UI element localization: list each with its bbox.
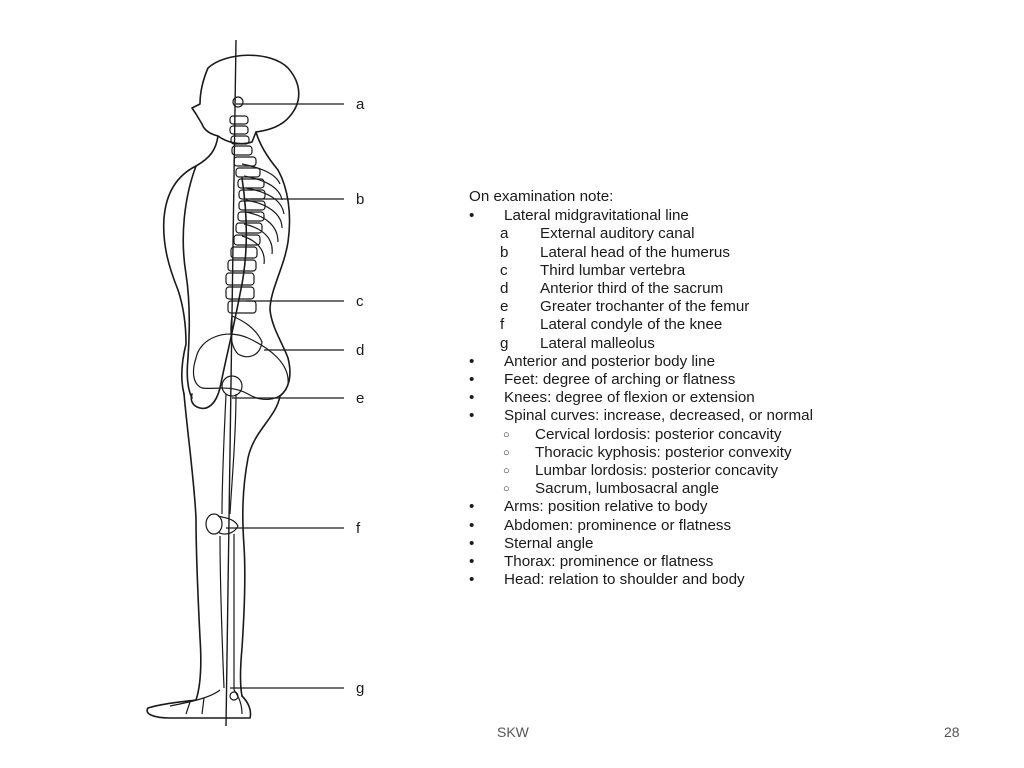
callout-b: b — [356, 191, 364, 208]
bullet-dot: • — [469, 407, 475, 425]
callout-g: g — [356, 680, 364, 697]
list-item: •Spinal curves: increase, decreased, or … — [466, 407, 936, 498]
circle-bullet-icon: ○ — [503, 446, 510, 459]
callout-e: e — [356, 390, 364, 407]
circle-bullet-icon: ○ — [503, 428, 510, 441]
body-outline — [146, 54, 300, 719]
list-item: •Thorax: prominence or flatness — [466, 553, 936, 571]
patella — [205, 513, 223, 535]
auditory-canal-mark — [232, 96, 244, 108]
bullet-dot: • — [469, 207, 475, 225]
callout-lines — [226, 103, 344, 689]
bullet-dot: • — [469, 553, 475, 571]
front-leg-outline — [146, 393, 252, 719]
slide-number: 28 — [944, 724, 960, 740]
circle-bullet-icon: ○ — [503, 483, 510, 496]
pelvis — [192, 333, 289, 401]
back-torso-outline — [255, 131, 291, 397]
skeleton — [169, 96, 289, 715]
posture-figure: a b c d e f g — [130, 38, 380, 728]
examination-notes: On examination note: •Lateral midgravita… — [466, 188, 936, 589]
circle-bullet-icon: ○ — [503, 465, 510, 478]
ribs — [241, 163, 285, 265]
list-item: •Sternal angle — [466, 535, 936, 553]
footer-author: SKW — [497, 724, 529, 740]
callout-d: d — [356, 342, 364, 359]
arm-back-outline — [190, 177, 248, 410]
bullet-dot: • — [469, 389, 475, 407]
notes-heading: On examination note: — [469, 188, 614, 205]
bullet-dot: • — [469, 516, 475, 534]
circled-sub-item: ○Lumbar lordosis: posterior concavity — [503, 462, 779, 480]
femoral-head — [221, 375, 243, 397]
circled-sub-item: ○Sacrum, lumbosacral angle — [503, 480, 720, 498]
femur-front — [221, 393, 227, 515]
bullet-dot: • — [469, 534, 475, 552]
back-leg-outline — [239, 395, 281, 697]
lateral-body-illustration: a b c d e f g — [146, 39, 365, 727]
bullet-dot: • — [469, 498, 475, 516]
list-item: •Anterior and posterior body line — [466, 353, 936, 371]
femur-back — [229, 393, 237, 515]
head-outline — [191, 54, 300, 145]
malleolus-mark — [229, 691, 239, 701]
list-item: •Knees: degree of flexion or extension — [466, 389, 936, 407]
foot-bones — [169, 689, 243, 715]
bullet-dot: • — [469, 571, 475, 589]
list-item: •Abdomen: prominence or flatness — [466, 517, 936, 535]
callout-a: a — [356, 96, 365, 113]
circled-sub-item: ○Thoracic kyphosis: posterior convexity — [503, 443, 792, 461]
callout-f: f — [356, 520, 361, 537]
bullet-dot: • — [469, 352, 475, 370]
list-item: •Head: relation to shoulder and body — [466, 571, 936, 589]
arm-front-outline — [182, 165, 197, 399]
bullet-dot: • — [469, 371, 475, 389]
knee-condyle — [217, 515, 239, 535]
tibia — [219, 535, 225, 689]
list-item: •Feet: degree of arching or flatness — [466, 371, 936, 389]
circled-sub-item: ○Cervical lordosis: posterior concavity — [503, 425, 782, 443]
front-torso-outline — [162, 135, 219, 395]
midgravitational-line — [225, 39, 237, 727]
callout-c: c — [356, 293, 364, 310]
list-item: •Arms: position relative to body — [466, 498, 936, 516]
